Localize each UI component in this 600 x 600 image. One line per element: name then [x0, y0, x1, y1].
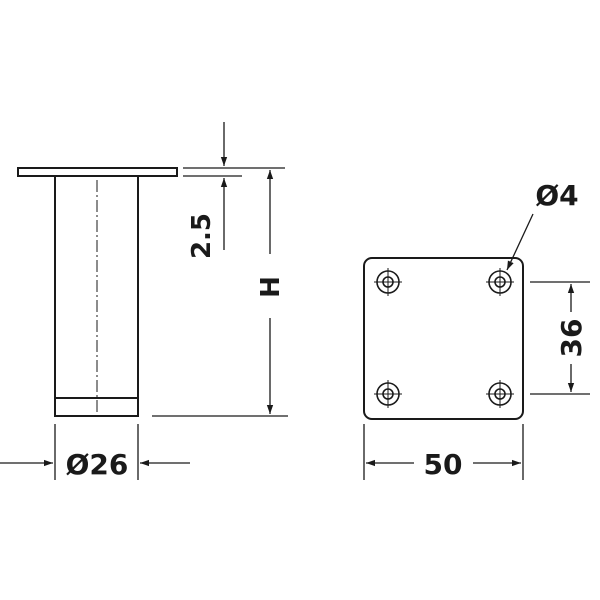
height-dimension [152, 170, 288, 417]
screw-hole-bottom-right [486, 380, 514, 408]
plate-width-dimension [363, 424, 524, 480]
tube-diameter-dimension [0, 424, 190, 480]
plate-thickness-dimension [183, 122, 285, 250]
hole-spacing-label: 36 [555, 319, 588, 358]
screw-hole-bottom-left [374, 380, 402, 408]
screw-hole-top-left [374, 268, 402, 296]
plate-top-view [363, 257, 524, 420]
leg-side-view [17, 167, 178, 417]
screw-hole-leader [506, 213, 534, 271]
hole-spacing-dimension [530, 281, 590, 395]
screw-hole-diameter-label: Ø4 [535, 179, 578, 212]
tube-body [54, 175, 139, 417]
mounting-plate-side [17, 167, 178, 177]
height-label: H [256, 276, 286, 298]
mounting-plate-top [363, 257, 524, 420]
plate-thickness-label: 2.5 [187, 213, 217, 259]
tube-diameter-label: Ø26 [66, 448, 129, 481]
plate-width-label: 50 [424, 448, 463, 481]
screw-hole-top-right [486, 268, 514, 296]
